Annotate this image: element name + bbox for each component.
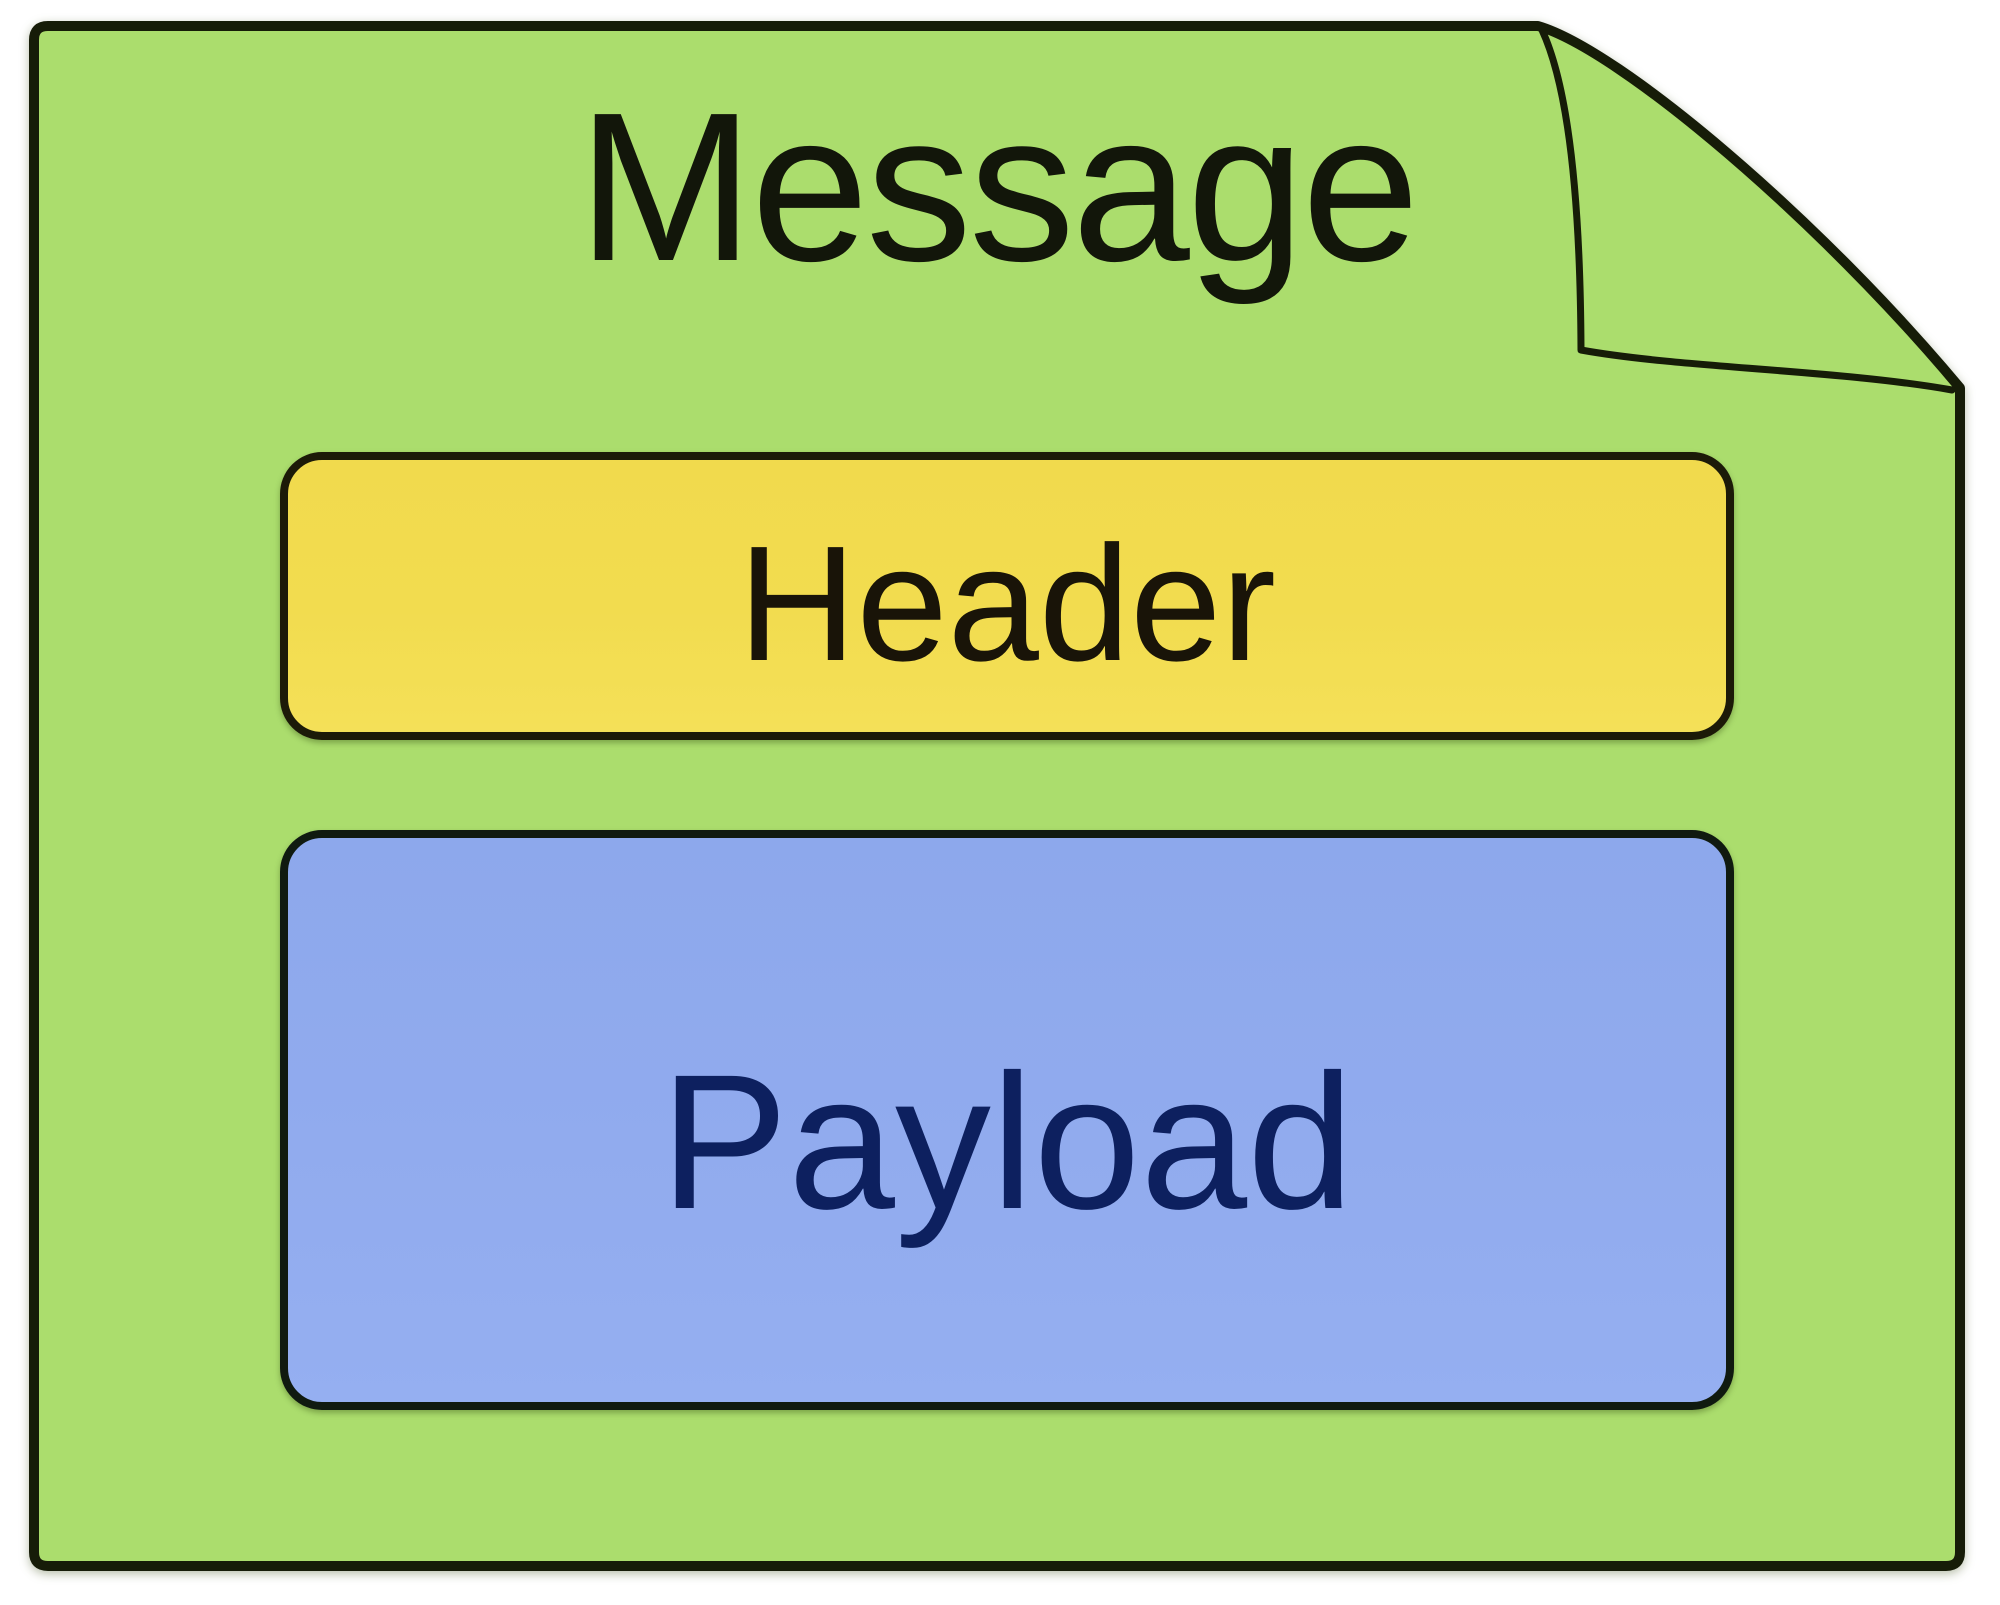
- header-block: Header: [280, 452, 1734, 740]
- document-title-text: Message: [577, 68, 1419, 305]
- folded-corner-icon: [1538, 26, 1956, 394]
- header-label: Header: [738, 512, 1276, 695]
- document-title: Message: [34, 52, 1960, 322]
- payload-label: Payload: [660, 1034, 1354, 1249]
- payload-block: Payload: [280, 830, 1734, 1410]
